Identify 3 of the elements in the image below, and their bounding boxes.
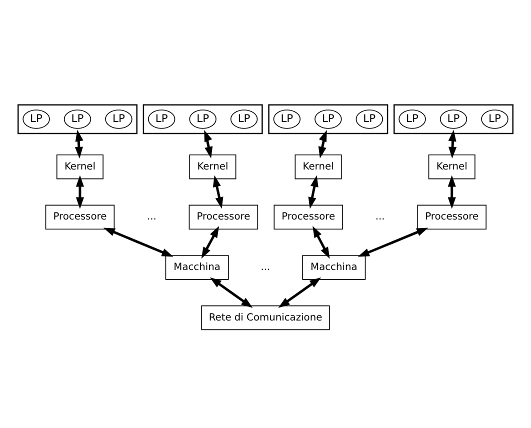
- label: ...: [375, 212, 385, 223]
- label: ...: [260, 262, 270, 273]
- label: ...: [146, 212, 156, 223]
